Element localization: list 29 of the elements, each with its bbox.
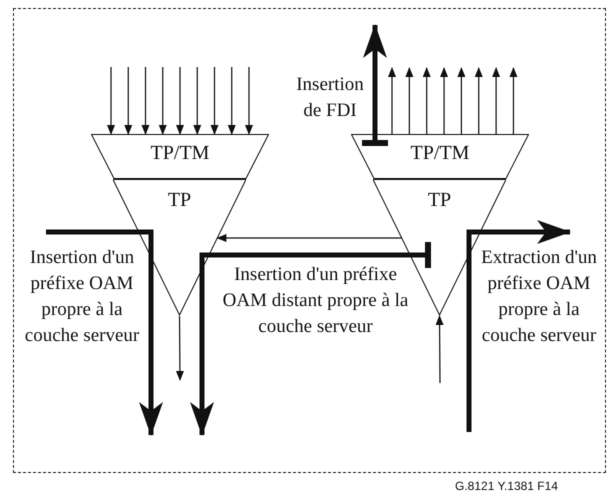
- arrow: [509, 67, 518, 134]
- figure-reference: G.8121 Y.1381 F14: [455, 478, 559, 494]
- arrow: [176, 316, 184, 381]
- trapezoid-band: TP/TM: [91, 134, 269, 179]
- arrow: [388, 67, 396, 134]
- arrow: [158, 67, 167, 135]
- arrow: [176, 67, 184, 135]
- arrow: [142, 67, 150, 135]
- annotation-text: Extraction d'un préfixe OAM propre à la couche serveur: [480, 246, 598, 348]
- annotation-text: Insertion d'un préfixe OAM propre à la couche serveur: [24, 246, 140, 348]
- arrow: [440, 67, 448, 134]
- arrow: [107, 67, 115, 135]
- arrow: [210, 67, 218, 135]
- trapezoid-band: TP/TM: [351, 134, 529, 179]
- arrow: [457, 67, 466, 134]
- arrow: [474, 67, 483, 134]
- annotation-text: Insertion d'un préfixe OAM distant propre à la couche serveur: [222, 263, 410, 339]
- arrow: [193, 67, 202, 135]
- arrow: [228, 67, 236, 135]
- arrow: [436, 315, 444, 383]
- arrow: [245, 67, 253, 135]
- arrow: [405, 67, 414, 134]
- arrow: [216, 234, 402, 242]
- arrow: [362, 24, 388, 146]
- arrow: [492, 67, 500, 134]
- arrow: [422, 67, 431, 134]
- annotation-text: Insertion de FDI: [295, 73, 365, 123]
- arrow: [124, 67, 132, 135]
- arrow: [190, 242, 431, 436]
